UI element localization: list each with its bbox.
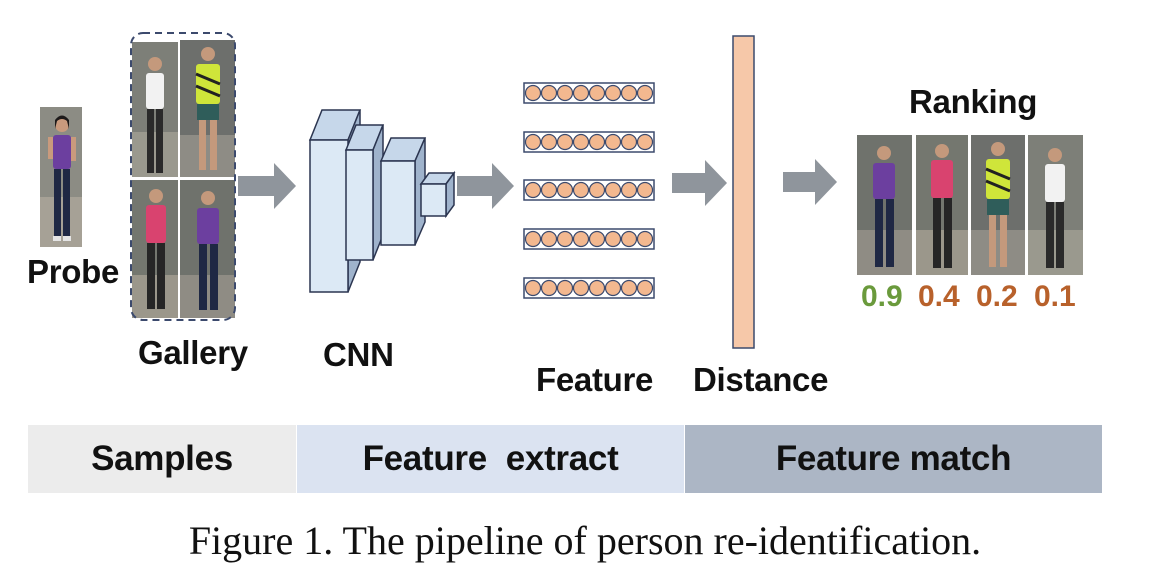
probe-label: Probe bbox=[27, 253, 120, 290]
feature-unit bbox=[572, 279, 590, 297]
feature-unit bbox=[604, 181, 622, 199]
cnn-label: CNN bbox=[323, 336, 394, 373]
feature-unit bbox=[620, 230, 638, 248]
gallery-grid bbox=[130, 32, 236, 321]
ranking-score-2: 0.4 bbox=[918, 280, 960, 313]
cnn-block-icon bbox=[379, 137, 427, 246]
distance-bar-icon bbox=[732, 35, 755, 349]
person-image-icon bbox=[180, 40, 235, 177]
stage-band-feature-extract: Feature extract bbox=[297, 425, 684, 493]
cnn-block-icon bbox=[419, 170, 456, 219]
feature-unit bbox=[636, 84, 654, 102]
feature-unit bbox=[636, 230, 654, 248]
feature-unit bbox=[620, 133, 638, 151]
person-image-icon bbox=[916, 135, 968, 275]
feature-unit bbox=[556, 133, 574, 151]
feature-unit bbox=[588, 84, 606, 102]
feature-vectors bbox=[523, 82, 655, 299]
person-image-icon bbox=[1028, 135, 1083, 275]
feature-unit bbox=[540, 230, 558, 248]
feature-unit bbox=[524, 181, 542, 199]
ranking-score-1: 0.9 bbox=[861, 280, 903, 313]
feature-unit bbox=[556, 230, 574, 248]
stage-band-samples: Samples bbox=[28, 425, 296, 493]
gallery-dashed-frame bbox=[130, 32, 236, 321]
feature-unit bbox=[540, 279, 558, 297]
gallery-image-yellow-shirt bbox=[180, 40, 235, 177]
feature-unit bbox=[572, 133, 590, 151]
feature-unit bbox=[604, 84, 622, 102]
feature-unit bbox=[620, 279, 638, 297]
arrow-icon bbox=[783, 159, 837, 205]
feature-unit bbox=[604, 133, 622, 151]
feature-unit bbox=[604, 279, 622, 297]
feature-unit bbox=[540, 84, 558, 102]
gallery-image-pink-shirt bbox=[132, 180, 178, 318]
feature-vector-icon bbox=[523, 228, 655, 250]
cnn-block-icon bbox=[344, 124, 385, 261]
feature-unit bbox=[524, 230, 542, 248]
feature-vector-icon bbox=[523, 131, 655, 153]
feature-unit bbox=[636, 181, 654, 199]
ranking-score-4: 0.1 bbox=[1034, 280, 1076, 313]
figure-caption: Figure 1. The pipeline of person re-iden… bbox=[188, 518, 982, 563]
feature-unit bbox=[524, 133, 542, 151]
feature-unit bbox=[572, 230, 590, 248]
arrow-icon bbox=[672, 160, 727, 206]
distance-label: Distance bbox=[693, 361, 829, 398]
ranking-image-1 bbox=[857, 135, 912, 275]
stage-band-feature-match: Feature match bbox=[685, 425, 1102, 493]
feature-unit bbox=[540, 181, 558, 199]
feature-unit bbox=[572, 84, 590, 102]
feature-unit bbox=[524, 84, 542, 102]
person-image-icon bbox=[180, 180, 235, 318]
pipeline-graphics bbox=[238, 35, 837, 349]
feature-unit bbox=[572, 181, 590, 199]
feature-unit bbox=[588, 230, 606, 248]
person-image-icon bbox=[971, 135, 1025, 275]
person-image-icon bbox=[132, 42, 178, 177]
feature-unit bbox=[556, 84, 574, 102]
cnn-block-icon bbox=[308, 109, 362, 293]
arrow-icon bbox=[457, 163, 514, 209]
feature-unit bbox=[588, 181, 606, 199]
gallery-label: Gallery bbox=[138, 334, 248, 371]
feature-unit bbox=[556, 279, 574, 297]
person-image-icon bbox=[132, 180, 178, 318]
feature-vector-icon bbox=[523, 277, 655, 299]
ranking-image-4 bbox=[1028, 135, 1083, 275]
ranking-image-3 bbox=[971, 135, 1025, 275]
ranking-label: Ranking bbox=[909, 83, 1038, 120]
feature-unit bbox=[604, 230, 622, 248]
feature-unit bbox=[636, 279, 654, 297]
feature-unit bbox=[620, 181, 638, 199]
feature-unit bbox=[588, 133, 606, 151]
feature-unit bbox=[540, 133, 558, 151]
feature-unit bbox=[556, 181, 574, 199]
feature-unit bbox=[620, 84, 638, 102]
gallery-image-white-shirt bbox=[132, 42, 178, 177]
feature-unit bbox=[588, 279, 606, 297]
arrow-icon bbox=[238, 163, 296, 209]
person-image-icon bbox=[40, 107, 82, 247]
feature-vector-icon bbox=[523, 179, 655, 201]
feature-unit bbox=[524, 279, 542, 297]
feature-vector-icon bbox=[523, 82, 655, 104]
gallery-image-purple-shirt bbox=[180, 180, 235, 318]
person-image-icon bbox=[857, 135, 912, 275]
ranking-score-3: 0.2 bbox=[976, 280, 1018, 313]
probe-image bbox=[40, 107, 82, 247]
feature-label: Feature bbox=[536, 361, 654, 398]
feature-unit bbox=[636, 133, 654, 151]
ranking-image-2 bbox=[916, 135, 968, 275]
